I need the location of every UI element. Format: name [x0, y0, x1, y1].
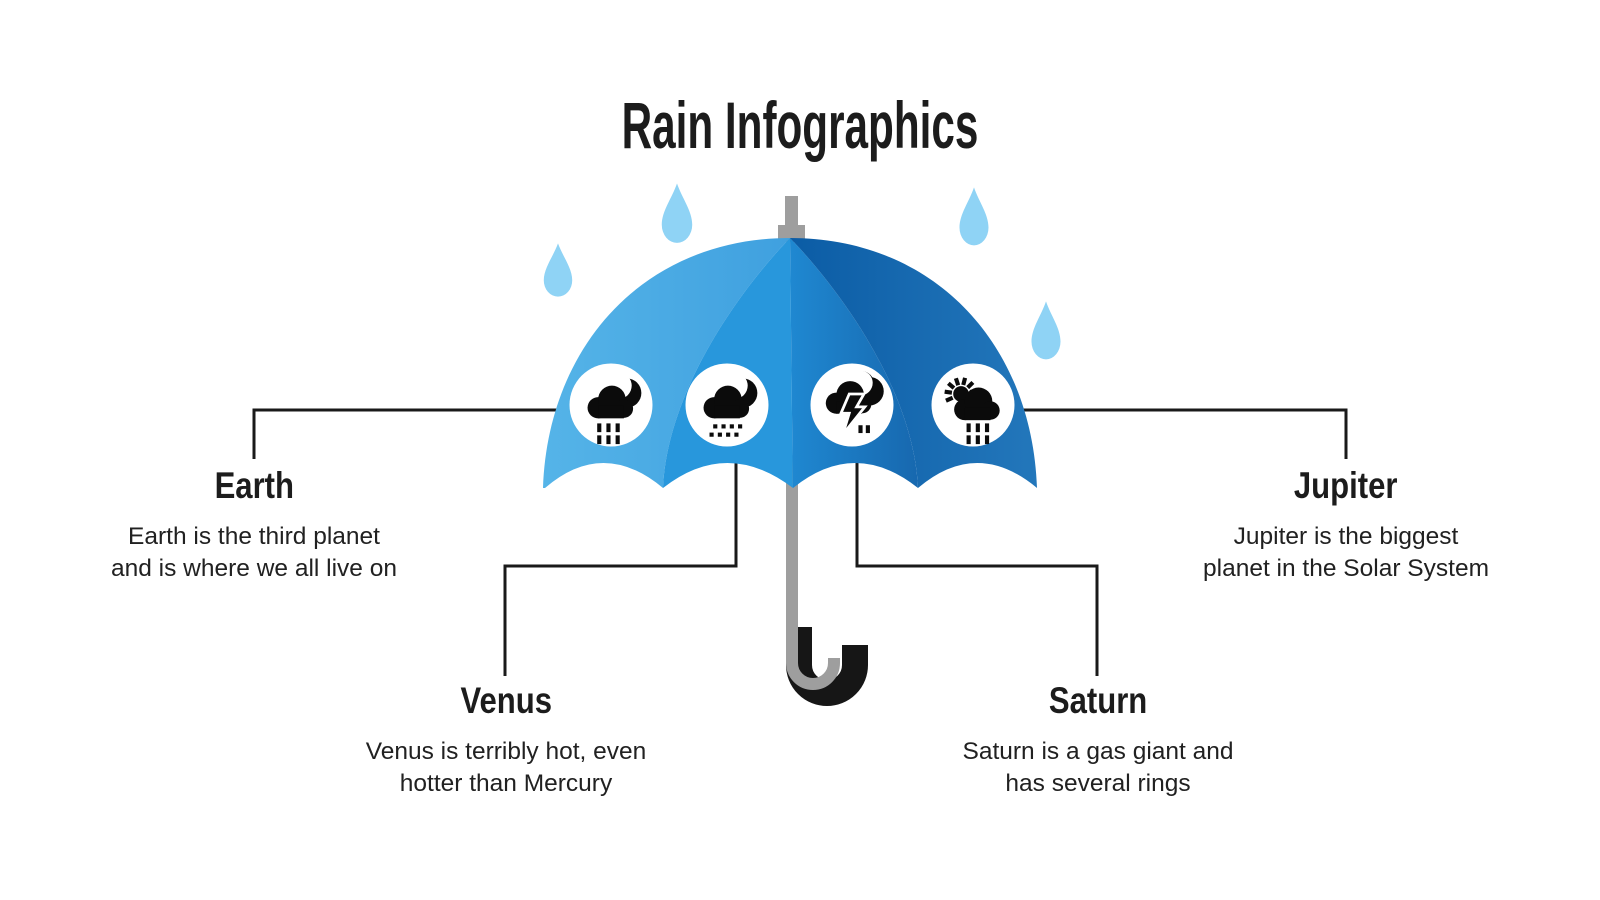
connector-lines [252, 408, 1348, 676]
section-jupiter: Jupiter Jupiter is the biggest planet in… [1203, 465, 1489, 584]
description-line: has several rings [1005, 769, 1191, 797]
raindrop [661, 183, 693, 243]
description-line: Jupiter is the biggest [1233, 523, 1459, 550]
ferrule-base [778, 225, 805, 242]
title-wrap: Rain Infographics [521, 92, 1078, 158]
day-rain-icon [931, 363, 1015, 447]
description-line: hotter than Mercury [399, 769, 613, 797]
description-line: Saturn is a gas giant and [962, 738, 1234, 765]
raindrop [959, 187, 989, 246]
planet-name-saturn: Saturn [1048, 680, 1148, 721]
night-drizzle-icon [685, 363, 769, 447]
section-saturn: Saturn Saturn is a gas giant and has sev… [962, 680, 1233, 799]
section-earth: Earth Earth is the third planet and is w… [111, 465, 397, 584]
raindrops [543, 183, 1061, 360]
earth-connector-line [252, 408, 585, 459]
planet-name-venus: Venus [460, 680, 552, 721]
description-line: Earth is the third planet [128, 523, 380, 550]
night-thunderstorm-icon [810, 363, 894, 447]
description-line: planet in the Solar System [1203, 554, 1489, 582]
umbrella-shaft [786, 455, 798, 640]
planet-description-jupiter: Jupiter is the biggest planet in the Sol… [1203, 521, 1489, 584]
raindrop [543, 243, 573, 297]
raindrop [1031, 301, 1061, 360]
hook-inner-highlight [786, 610, 840, 690]
planet-description-earth: Earth is the third planet and is where w… [111, 521, 397, 584]
umbrella-canopy [543, 238, 1037, 488]
umbrella-ferrule [778, 196, 805, 242]
night-rain-icon [569, 363, 653, 447]
umbrella-handle-hook [786, 610, 868, 706]
description-line: and is where we all live on [111, 554, 397, 582]
section-venus: Venus Venus is terribly hot, even hotter… [366, 680, 647, 799]
venus-connector-line [503, 450, 738, 676]
page-title: Rain Infographics [621, 88, 979, 162]
planet-name-jupiter: Jupiter [1294, 465, 1398, 506]
ferrule-stem [785, 196, 798, 228]
description-line: Venus is terribly hot, even [365, 738, 647, 765]
jupiter-connector-line [1015, 408, 1348, 459]
planet-description-saturn: Saturn is a gas giant and has several ri… [962, 736, 1233, 799]
saturn-connector-line [855, 450, 1099, 676]
planet-name-earth: Earth [214, 465, 294, 506]
planet-description-venus: Venus is terribly hot, even hotter than … [366, 736, 647, 799]
weather-icons [569, 363, 1015, 447]
